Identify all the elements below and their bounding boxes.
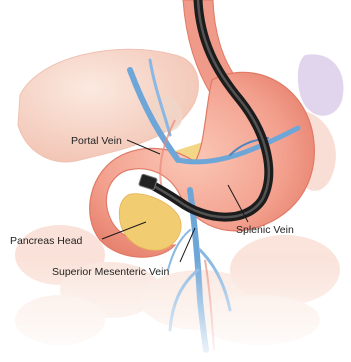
label-superior-mesenteric-vein: Superior Mesenteric Vein <box>52 266 169 278</box>
kidney <box>298 54 344 115</box>
endoscope-tip <box>139 174 158 190</box>
label-splenic-vein: Splenic Vein <box>236 224 294 236</box>
label-portal-vein: Portal Vein <box>71 135 122 147</box>
label-pancreas-head: Pancreas Head <box>10 235 83 247</box>
